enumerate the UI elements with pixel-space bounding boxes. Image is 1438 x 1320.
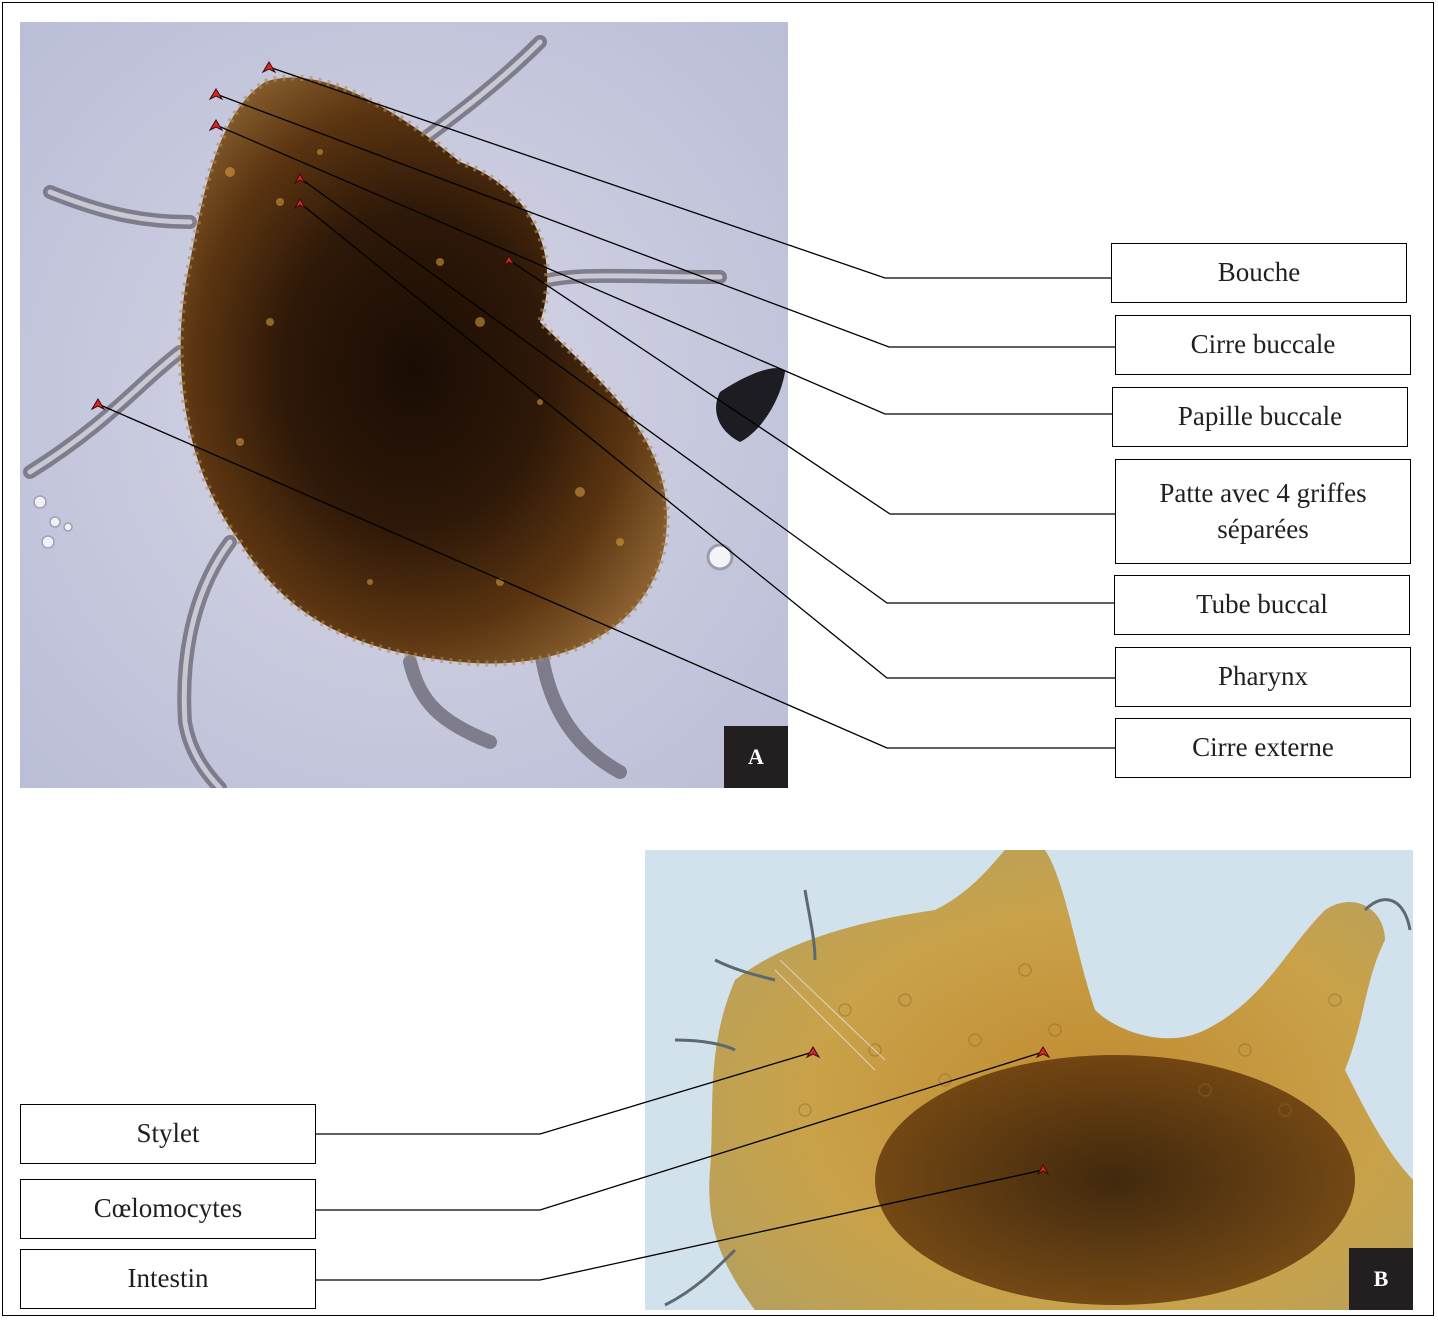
micrograph-panel-a: A <box>20 22 788 788</box>
label-pharynx: Pharynx <box>1115 647 1411 707</box>
panel-tag-b: B <box>1349 1248 1413 1310</box>
label-cirre-externe: Cirre externe <box>1115 718 1411 778</box>
label-papille-buccale: Papille buccale <box>1112 387 1408 447</box>
label-tube-buccal: Tube buccal <box>1114 575 1410 635</box>
label-cirre-buccale: Cirre buccale <box>1115 315 1411 375</box>
micrograph-panel-b: B <box>645 850 1413 1310</box>
panel-tag-a: A <box>724 726 788 788</box>
micrograph-a-illustration <box>20 22 788 788</box>
label-stylet: Stylet <box>20 1104 316 1164</box>
label-bouche: Bouche <box>1111 243 1407 303</box>
label-patte-griffes: Patte avec 4 griffes séparées <box>1115 459 1411 564</box>
micrograph-b-illustration <box>645 850 1413 1310</box>
label-intestin: Intestin <box>20 1249 316 1309</box>
label-coelomocytes: Cœlomocytes <box>20 1179 316 1239</box>
